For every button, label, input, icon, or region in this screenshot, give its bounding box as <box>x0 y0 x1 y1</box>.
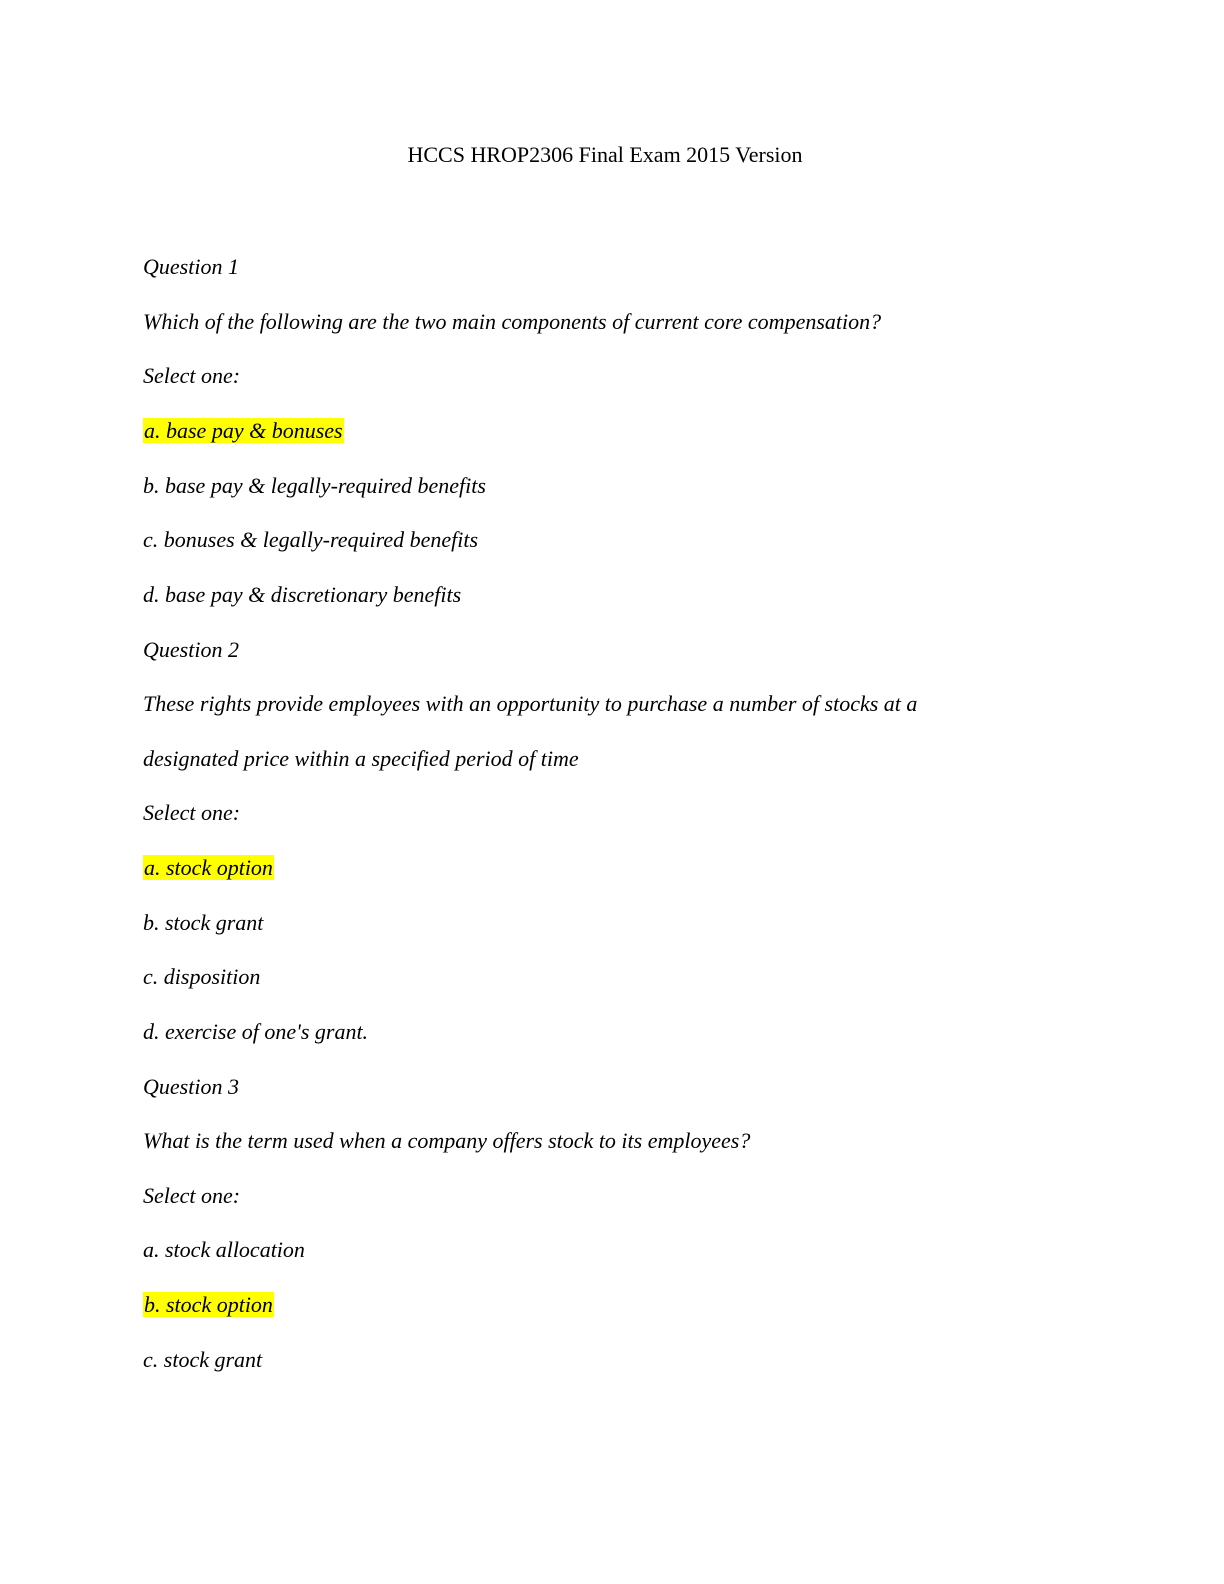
question-1-prompt: Which of the following are the two main … <box>143 309 882 334</box>
answer-highlight: a. base pay & bonuses <box>143 418 344 443</box>
document-title: HCCS HROP2306 Final Exam 2015 Version <box>407 142 803 167</box>
question-2-option-d: d. exercise of one's grant. <box>143 1019 369 1044</box>
question-2-label: Question 2 <box>143 637 239 662</box>
question-2-option-c: c. disposition <box>143 964 261 989</box>
question-3-option-c: c. stock grant <box>143 1347 263 1372</box>
question-3-prompt: What is the term used when a company off… <box>143 1128 751 1153</box>
answer-highlight: b. stock option <box>143 1292 274 1317</box>
question-1-option-c: c. bonuses & legally-required benefits <box>143 527 479 552</box>
question-1-instruction: Select one: <box>143 363 241 388</box>
question-1-option-a: a. base pay & bonuses <box>143 417 344 445</box>
question-2-option-a: a. stock option <box>143 854 274 882</box>
question-3-label: Question 3 <box>143 1074 239 1099</box>
question-2-prompt-line-2: designated price within a specified peri… <box>143 746 579 771</box>
answer-highlight: a. stock option <box>143 855 274 880</box>
question-1-option-b: b. base pay & legally-required benefits <box>143 473 486 498</box>
question-1-label: Question 1 <box>143 254 239 279</box>
question-3-option-a: a. stock allocation <box>143 1237 305 1262</box>
question-3-option-b: b. stock option <box>143 1291 274 1319</box>
question-2-option-b: b. stock grant <box>143 910 264 935</box>
question-2-instruction: Select one: <box>143 800 241 825</box>
question-2-prompt-line-1: These rights provide employees with an o… <box>143 691 918 716</box>
question-1-option-d: d. base pay & discretionary benefits <box>143 582 462 607</box>
question-3-instruction: Select one: <box>143 1183 241 1208</box>
